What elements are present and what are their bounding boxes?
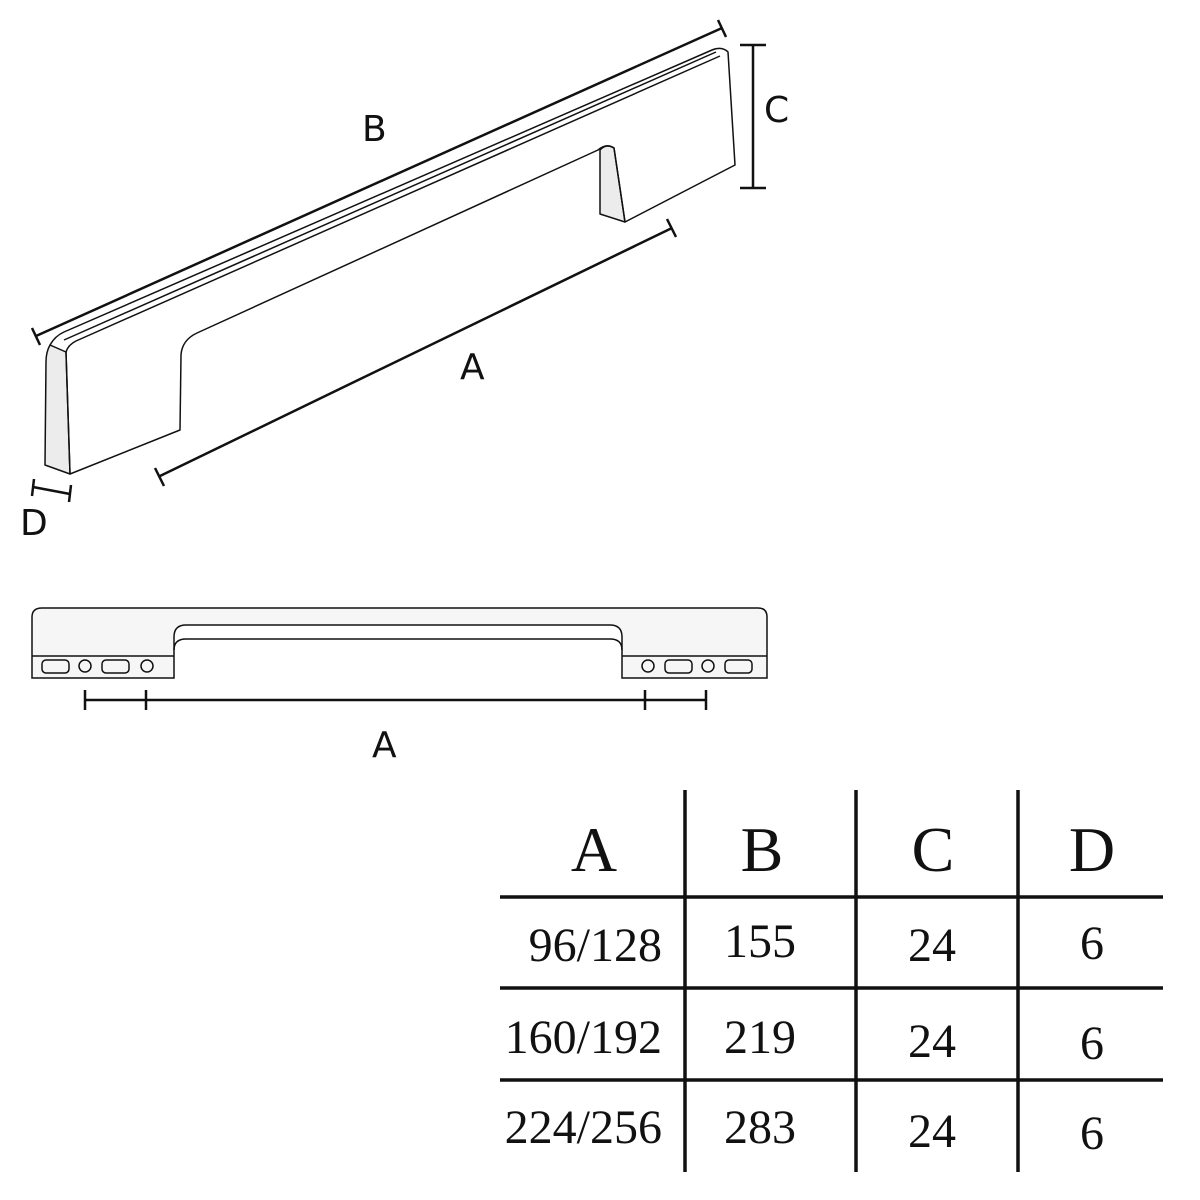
dimension-d-line [32,485,71,496]
round-hole [140,659,154,673]
table-header-a: A [570,814,618,885]
table-header-d: D [1068,814,1116,885]
channel-lower-line [173,638,623,651]
left-end-face [44,344,71,475]
table-cell: 24 [908,1015,956,1068]
side-label-a: A [372,725,397,766]
table-cell: 160/192 [504,1011,662,1064]
table-cell: 96/128 [528,919,662,972]
slot-hole [101,659,130,674]
slot-hole [41,659,70,674]
table-cell: 24 [908,1105,956,1158]
table-cell: 219 [724,1011,796,1064]
label-a: A [460,347,485,388]
round-hole [641,659,655,673]
perspective-view [44,47,736,475]
round-hole [78,659,92,673]
dimension-b-line [35,26,723,338]
dimension-a-line [159,226,673,478]
side-view [31,607,768,679]
label-b: B [362,109,387,150]
table-cell: 6 [1080,917,1104,970]
table-cell: 6 [1080,1107,1104,1160]
side-view-dimension [83,690,708,710]
table-header-b: B [740,814,784,885]
handle-outline [49,47,736,475]
table-header-c: C [911,814,955,885]
table-grid [500,790,1163,1172]
side-outline [31,607,768,679]
table-cell: 283 [724,1101,796,1154]
table-cell: 6 [1080,1017,1104,1070]
label-d: D [20,503,48,544]
perspective-dimensions [30,19,766,503]
round-hole [701,659,715,673]
label-c: C [764,90,790,131]
top-edge-line [63,51,717,341]
table-cell: 24 [908,919,956,972]
table-cell: 224/256 [504,1101,662,1154]
right-leg-face [599,145,626,223]
slot-hole [724,659,753,674]
slot-hole [664,659,693,674]
table-cell: 155 [724,915,796,968]
